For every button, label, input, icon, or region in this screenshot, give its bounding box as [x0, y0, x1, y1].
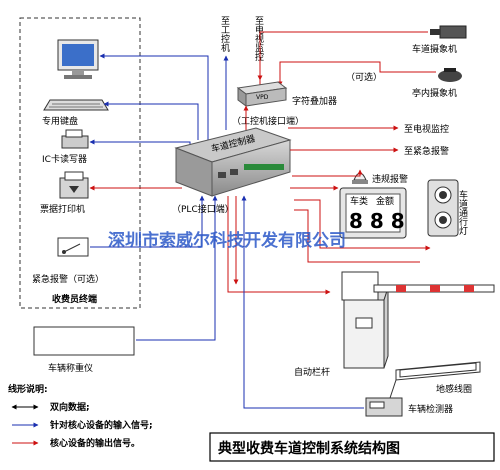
terminal-label: 收费员终端	[52, 293, 97, 305]
traffic-light-label: 车道通行灯	[457, 189, 468, 236]
scale-box	[33, 326, 135, 356]
legend-item-bidirectional: 双向数据;	[50, 401, 90, 413]
overlay-device-text: VPD	[256, 94, 269, 101]
vehicle-detector-icon	[365, 397, 403, 417]
output-tv-monitor: 至电视监控	[404, 123, 449, 135]
monitor-icon	[57, 39, 99, 79]
page-title: 典型收费车道控制系统结构图	[218, 440, 400, 457]
detector-label: 车辆检测器	[408, 403, 453, 415]
terminal-device-card-reader: IC卡读写器	[42, 153, 87, 165]
title-box	[209, 432, 495, 462]
overlay-label: 字符叠加器	[292, 95, 337, 107]
traffic-light-icon	[427, 179, 459, 237]
controller-device	[174, 127, 292, 197]
terminal-device-alarm: 紧急报警（可选）	[32, 273, 104, 285]
keyboard-icon	[43, 99, 109, 111]
booth-camera-icon	[438, 68, 462, 82]
controller-plc-port: （PLC接口端）	[172, 203, 234, 215]
lane-camera-label: 车道摄象机	[412, 43, 457, 55]
camera-optional: （可选）	[346, 71, 382, 83]
terminal-box	[19, 17, 141, 309]
display-header-left: 车类	[350, 195, 368, 207]
barrier-icon	[341, 271, 495, 369]
card-reader-icon	[61, 129, 89, 149]
display-digits: 8 8 8	[349, 209, 405, 233]
barrier-label: 自动栏杆	[294, 366, 330, 378]
lane-camera-icon	[430, 25, 467, 39]
legend-item-output: 核心设备的输出信号。	[50, 437, 140, 449]
alarm-label: 违规报警	[372, 173, 408, 185]
terminal-device-keyboard: 专用键盘	[42, 115, 78, 127]
terminal-device-printer: 票据打印机	[40, 203, 85, 215]
loop-coil-icon	[395, 361, 481, 381]
watermark: 深圳市索威尔科技开发有限公司	[108, 230, 346, 251]
label-to-ipc: 至工控机	[219, 16, 230, 53]
label-to-monitor-control: 至电视监控	[253, 16, 264, 62]
booth-camera-label: 亭内摄象机	[412, 87, 457, 99]
legend-item-input: 针对核心设备的输入信号;	[50, 419, 153, 431]
alarm-switch-icon	[57, 237, 89, 257]
printer-icon	[59, 171, 89, 199]
legend-title: 线形说明:	[8, 383, 48, 395]
loop-label: 地感线圈	[436, 383, 472, 395]
scale-label: 车辆称重仪	[48, 362, 93, 374]
output-emergency-alarm: 至紧急报警	[404, 145, 449, 157]
display-header-right: 金额	[376, 195, 394, 207]
controller-ipc-port: （工控机接口端）	[232, 115, 304, 127]
